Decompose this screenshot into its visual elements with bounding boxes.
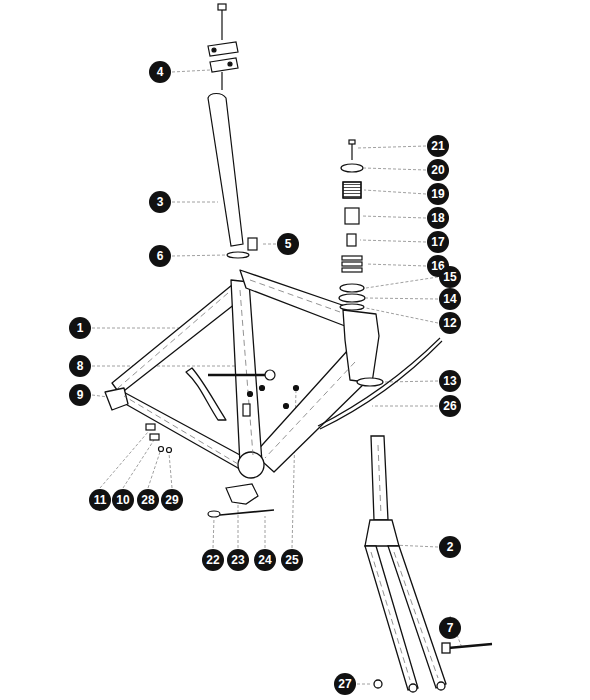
callout-circle: 27	[334, 673, 356, 695]
cable	[318, 338, 442, 429]
callout-circle: 7	[439, 617, 461, 639]
callout-number: 22	[206, 554, 219, 566]
callout-number: 1	[77, 322, 84, 334]
callout-circle: 14	[439, 288, 461, 310]
callout-circle: 29	[161, 489, 183, 511]
callout-number: 27	[338, 678, 351, 690]
callout-number: 8	[77, 360, 84, 372]
callout-number: 3	[157, 196, 164, 208]
callout-number: 14	[443, 293, 456, 305]
callout-circle: 26	[439, 395, 461, 417]
callout-circle: 18	[427, 207, 449, 229]
callout-circle: 28	[137, 489, 159, 511]
callout-number: 26	[443, 400, 456, 412]
callout-circle: 25	[281, 549, 303, 571]
callout-circle: 19	[427, 183, 449, 205]
callout-number: 15	[443, 271, 456, 283]
callout-circle: 20	[427, 159, 449, 181]
callout-number: 19	[431, 188, 444, 200]
callout-circle: 3	[149, 191, 171, 213]
callout-number: 4	[157, 66, 164, 78]
callout-number: 5	[285, 238, 292, 250]
callout-circle: 4	[149, 61, 171, 83]
callout-number: 29	[165, 494, 178, 506]
callout-number: 6	[157, 250, 164, 262]
seatpost	[208, 4, 257, 258]
callout-circle: 17	[427, 231, 449, 253]
callout-number: 20	[431, 164, 444, 176]
callout-circle: 15	[439, 266, 461, 288]
callout-number: 23	[231, 554, 244, 566]
callout-number: 13	[443, 375, 456, 387]
callout-circle: 6	[149, 245, 171, 267]
callout-number: 10	[116, 494, 129, 506]
callout-number: 21	[431, 140, 444, 152]
callout-circle: 22	[202, 549, 224, 571]
callout-circle: 5	[277, 233, 299, 255]
callout-number: 24	[258, 554, 271, 566]
fork-decals	[371, 445, 438, 680]
callout-circle: 10	[112, 489, 134, 511]
callout-circle: 21	[427, 135, 449, 157]
callout-circle: 11	[89, 489, 111, 511]
headset	[339, 140, 383, 386]
callout-number: 9	[77, 389, 84, 401]
callout-number: 18	[431, 212, 444, 224]
callout-circle: 13	[439, 370, 461, 392]
callout-number: 28	[141, 494, 154, 506]
callout-number: 2	[447, 541, 454, 553]
callout-circle: 12	[439, 312, 461, 334]
callout-number: 11	[94, 494, 107, 506]
callout-circle: 8	[69, 355, 91, 377]
callout-number: 17	[431, 236, 444, 248]
frame	[105, 270, 379, 478]
callout-circle: 24	[254, 549, 276, 571]
callout-number: 12	[443, 317, 456, 329]
callout-circle: 1	[69, 317, 91, 339]
frame-decals	[118, 280, 355, 464]
callout-circle: 23	[227, 549, 249, 571]
callout-number: 25	[285, 554, 298, 566]
callout-number: 7	[447, 622, 454, 634]
fork	[365, 436, 492, 692]
small-parts	[146, 370, 299, 517]
callout-circle: 9	[69, 384, 91, 406]
callout-circle: 2	[439, 536, 461, 558]
